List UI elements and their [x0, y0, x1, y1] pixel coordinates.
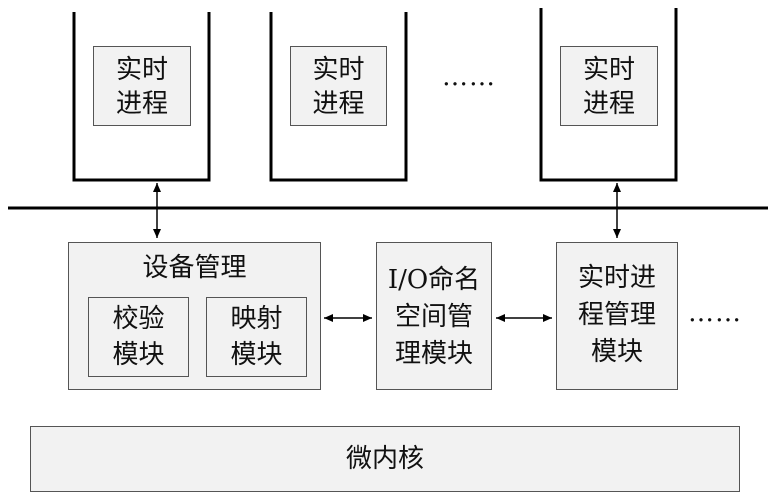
- map-module-box: [206, 297, 307, 377]
- process-label-line1: 实时: [582, 55, 635, 85]
- process-label-line2: 进程: [115, 89, 168, 119]
- io-namespace-line3: 理模块: [394, 339, 473, 369]
- process-label-line2: 进程: [582, 89, 635, 119]
- check-module-box: [88, 297, 189, 377]
- io-namespace-line2: 空间管: [394, 302, 473, 332]
- check-module-line2: 模块: [112, 340, 165, 370]
- io-namespace-line1: I/O命名: [387, 265, 481, 295]
- rt-process-mgmt-line2: 程管理: [577, 300, 656, 330]
- device-management-title: 设备管理: [142, 253, 247, 283]
- ellipsis-more-modules: ……: [688, 298, 742, 328]
- io-namespace-module-box: [376, 242, 492, 390]
- rt-process-mgmt-module-box: [556, 242, 678, 390]
- ellipsis-more-processes: ……: [442, 62, 496, 92]
- process-container-3: [539, 8, 678, 182]
- realtime-process-1: 实时 进程: [93, 46, 191, 126]
- rt-process-mgmt-line3: 模块: [590, 337, 643, 367]
- process-container-1: [72, 12, 211, 182]
- map-module-line1: 映射: [230, 304, 283, 334]
- process-label-line2: 进程: [312, 89, 365, 119]
- microkernel-label: 微内核: [345, 444, 424, 474]
- map-module-line2: 模块: [230, 340, 283, 370]
- realtime-process-3: 实时 进程: [560, 46, 658, 126]
- process-label-line1: 实时: [115, 55, 168, 85]
- realtime-process-2: 实时 进程: [290, 46, 387, 126]
- process-container-2: [269, 12, 408, 182]
- process-label-line1: 实时: [312, 55, 365, 85]
- check-module-line1: 校验: [112, 304, 165, 334]
- rt-process-mgmt-line1: 实时进: [577, 263, 656, 293]
- microkernel-box: [30, 426, 740, 492]
